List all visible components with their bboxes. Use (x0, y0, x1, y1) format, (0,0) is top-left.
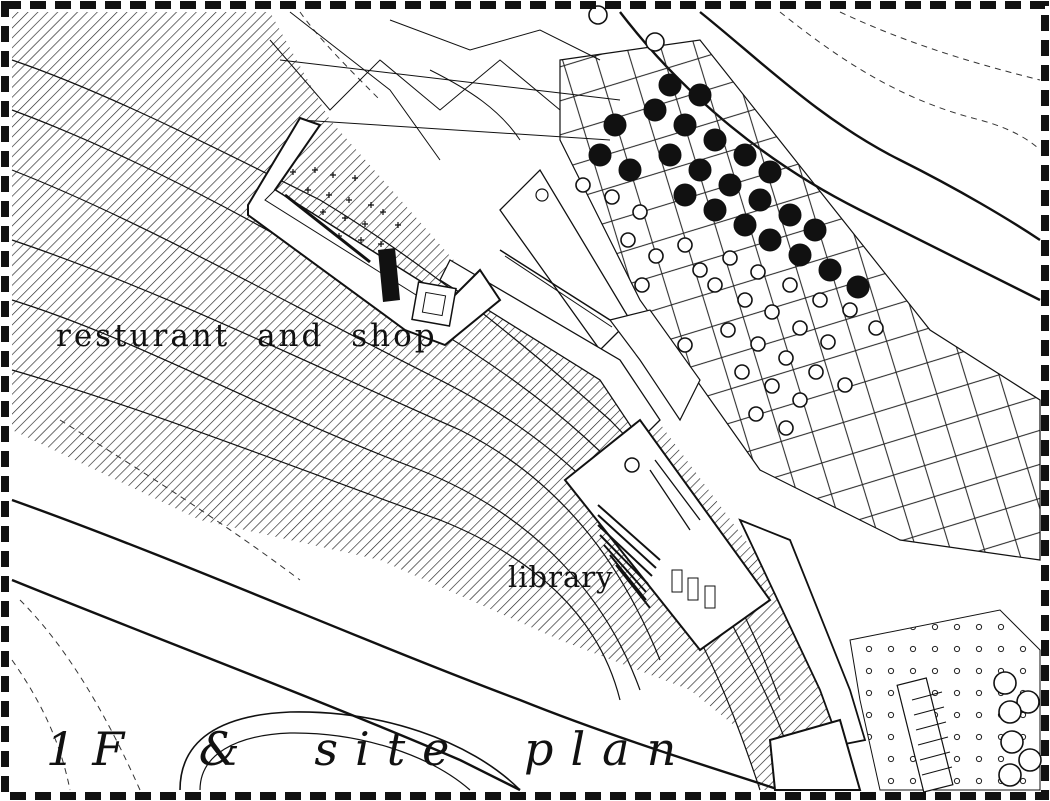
access-road (738, 518, 867, 747)
library-building (563, 418, 772, 652)
roundabout-curve (179, 711, 521, 791)
light-trees (575, 5, 884, 436)
dashed-contours (11, 11, 1041, 791)
restaurant-building (247, 116, 502, 347)
park-dots (849, 609, 1041, 791)
plan-title: 1F & site plan (46, 722, 694, 776)
entrance-building (768, 718, 862, 791)
upper-field-lines (269, 11, 621, 161)
dark-trees (588, 73, 870, 299)
edge-trees (993, 671, 1042, 787)
restaurant-and-shop-label: resturant and shop (56, 318, 438, 354)
library-label: library (508, 560, 614, 594)
orchard-grid (559, 39, 1041, 561)
